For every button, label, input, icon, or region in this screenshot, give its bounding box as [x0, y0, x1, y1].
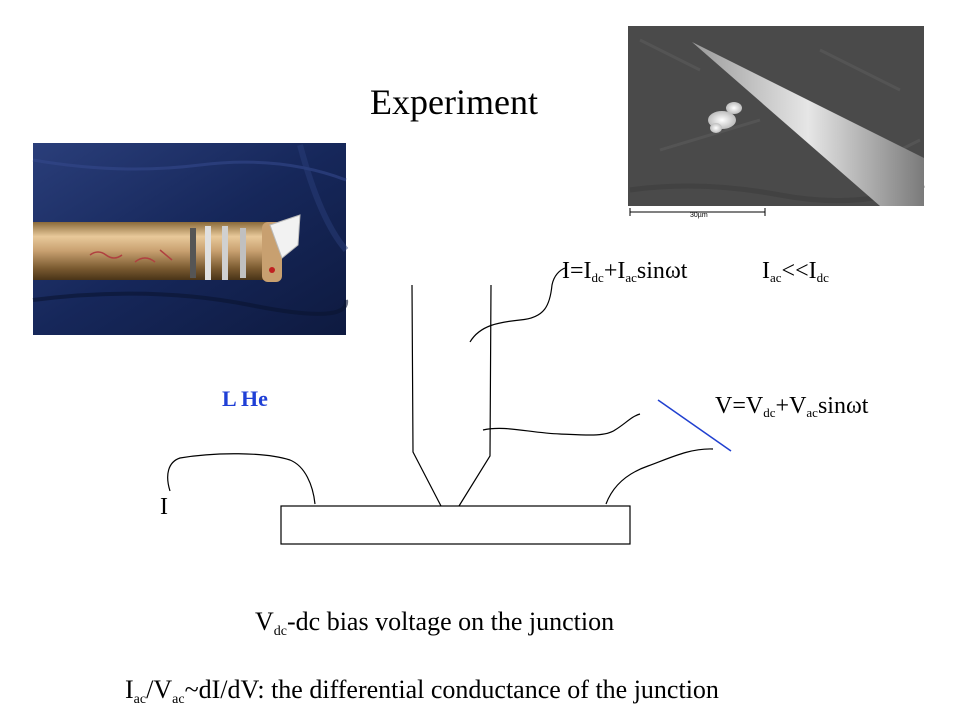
- right-voltage-wire: [605, 448, 714, 505]
- liquid-helium-label: L He: [222, 386, 268, 411]
- conductance-note: Iac/Vac~dI/dV: the differential conducta…: [125, 675, 719, 707]
- voltage-lead-wire: [482, 413, 641, 436]
- cryostat-probe-photo: [32, 143, 349, 335]
- slide-title: Experiment: [370, 82, 538, 122]
- left-current-wire: [167, 453, 316, 505]
- sample-bar: [280, 505, 631, 545]
- current-label: I: [160, 494, 168, 520]
- current-equation: I=Idc+Iacsinωt: [562, 258, 688, 285]
- voltage-equation: V=Vdc+Vacsinωt: [715, 393, 869, 420]
- left-tip-wire: [411, 284, 442, 507]
- current-lead-wire: [469, 267, 566, 343]
- current-condition: Iac<<Idc: [762, 258, 829, 285]
- sem-scale-label: 30µm: [690, 212, 708, 219]
- right-tip-wire: [458, 284, 492, 507]
- blue-reference-line: [657, 399, 732, 452]
- bias-voltage-note: Vdc-dc bias voltage on the junction: [255, 607, 615, 639]
- sem-tip-photo: 30µm: [628, 26, 925, 219]
